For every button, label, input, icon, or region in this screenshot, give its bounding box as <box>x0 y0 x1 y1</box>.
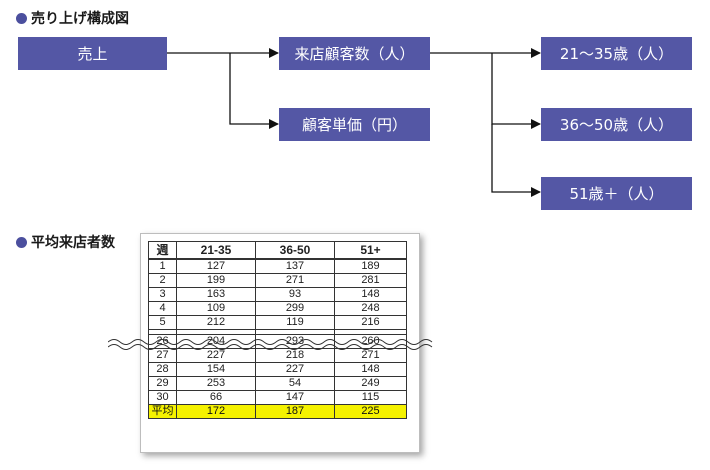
cell: 189 <box>334 258 407 274</box>
cell: 29 <box>148 376 177 391</box>
header-21-35: 21-35 <box>176 241 256 260</box>
cell: 54 <box>255 376 335 391</box>
cell: 148 <box>334 287 407 302</box>
cell: 271 <box>255 273 335 288</box>
customers-box: 来店顧客数（人） <box>279 37 430 70</box>
cell: 163 <box>176 287 256 302</box>
cell: 30 <box>148 390 177 405</box>
cell: 172 <box>176 404 256 419</box>
sales-box: 売上 <box>18 37 167 70</box>
cell: 225 <box>334 404 407 419</box>
cell: 5 <box>148 315 177 330</box>
cell: 148 <box>334 362 407 377</box>
table-header-row: 週 21-35 36-50 51+ <box>148 241 407 260</box>
table-title-text: 平均来店者数 <box>31 235 115 251</box>
cell: 299 <box>255 301 335 316</box>
connector-lines <box>167 48 541 197</box>
cell: 216 <box>334 315 407 330</box>
arrow-to-age-51 <box>491 124 541 197</box>
header-week: 週 <box>148 241 177 260</box>
table-section-title: 平均来店者数 <box>16 232 115 252</box>
cell: 187 <box>255 404 335 419</box>
cell: 115 <box>334 390 407 405</box>
cell: 109 <box>176 301 256 316</box>
arrow-root-to-unit-price <box>229 53 279 129</box>
age-51-label: 51歳＋（人） <box>569 185 664 203</box>
cell: 154 <box>176 362 256 377</box>
cell: 249 <box>334 376 407 391</box>
cell: 227 <box>255 362 335 377</box>
age-21-35-box: 21～35歳（人） <box>541 37 692 70</box>
age-36-50-label: 36～50歳（人） <box>559 116 674 134</box>
header-51: 51+ <box>334 241 407 260</box>
cell: 281 <box>334 273 407 288</box>
bullet-icon <box>16 12 27 24</box>
cell: 253 <box>176 376 256 391</box>
diagram-section-title: 売り上げ構成図 <box>16 8 129 28</box>
cell: 127 <box>176 258 256 274</box>
cell: 212 <box>176 315 256 330</box>
customers-label: 来店顧客数（人） <box>294 45 415 63</box>
header-36-50: 36-50 <box>255 241 335 260</box>
cell: 119 <box>255 315 335 330</box>
average-label: 平均 <box>148 404 177 419</box>
cell: 199 <box>176 273 256 288</box>
cell: 93 <box>255 287 335 302</box>
diagram-title-text: 売り上げ構成図 <box>31 11 129 27</box>
cell: 3 <box>148 287 177 302</box>
bullet-icon <box>16 236 27 248</box>
cell: 66 <box>176 390 256 405</box>
age-36-50-box: 36～50歳（人） <box>541 108 692 141</box>
age-21-35-label: 21～35歳（人） <box>559 45 674 63</box>
table-break-marker <box>108 339 433 350</box>
sales-label: 売上 <box>77 45 108 63</box>
age-51-box: 51歳＋（人） <box>541 177 692 210</box>
unit-price-box: 顧客単価（円） <box>279 108 430 141</box>
unit-price-label: 顧客単価（円） <box>301 116 407 134</box>
cell: 1 <box>148 258 177 274</box>
cell: 4 <box>148 301 177 316</box>
cell: 2 <box>148 273 177 288</box>
cell: 248 <box>334 301 407 316</box>
cell: 28 <box>148 362 177 377</box>
cell: 137 <box>255 258 335 274</box>
cell: 271 <box>334 348 407 363</box>
arrow-to-age-36-50 <box>491 53 541 129</box>
cell: 147 <box>255 390 335 405</box>
